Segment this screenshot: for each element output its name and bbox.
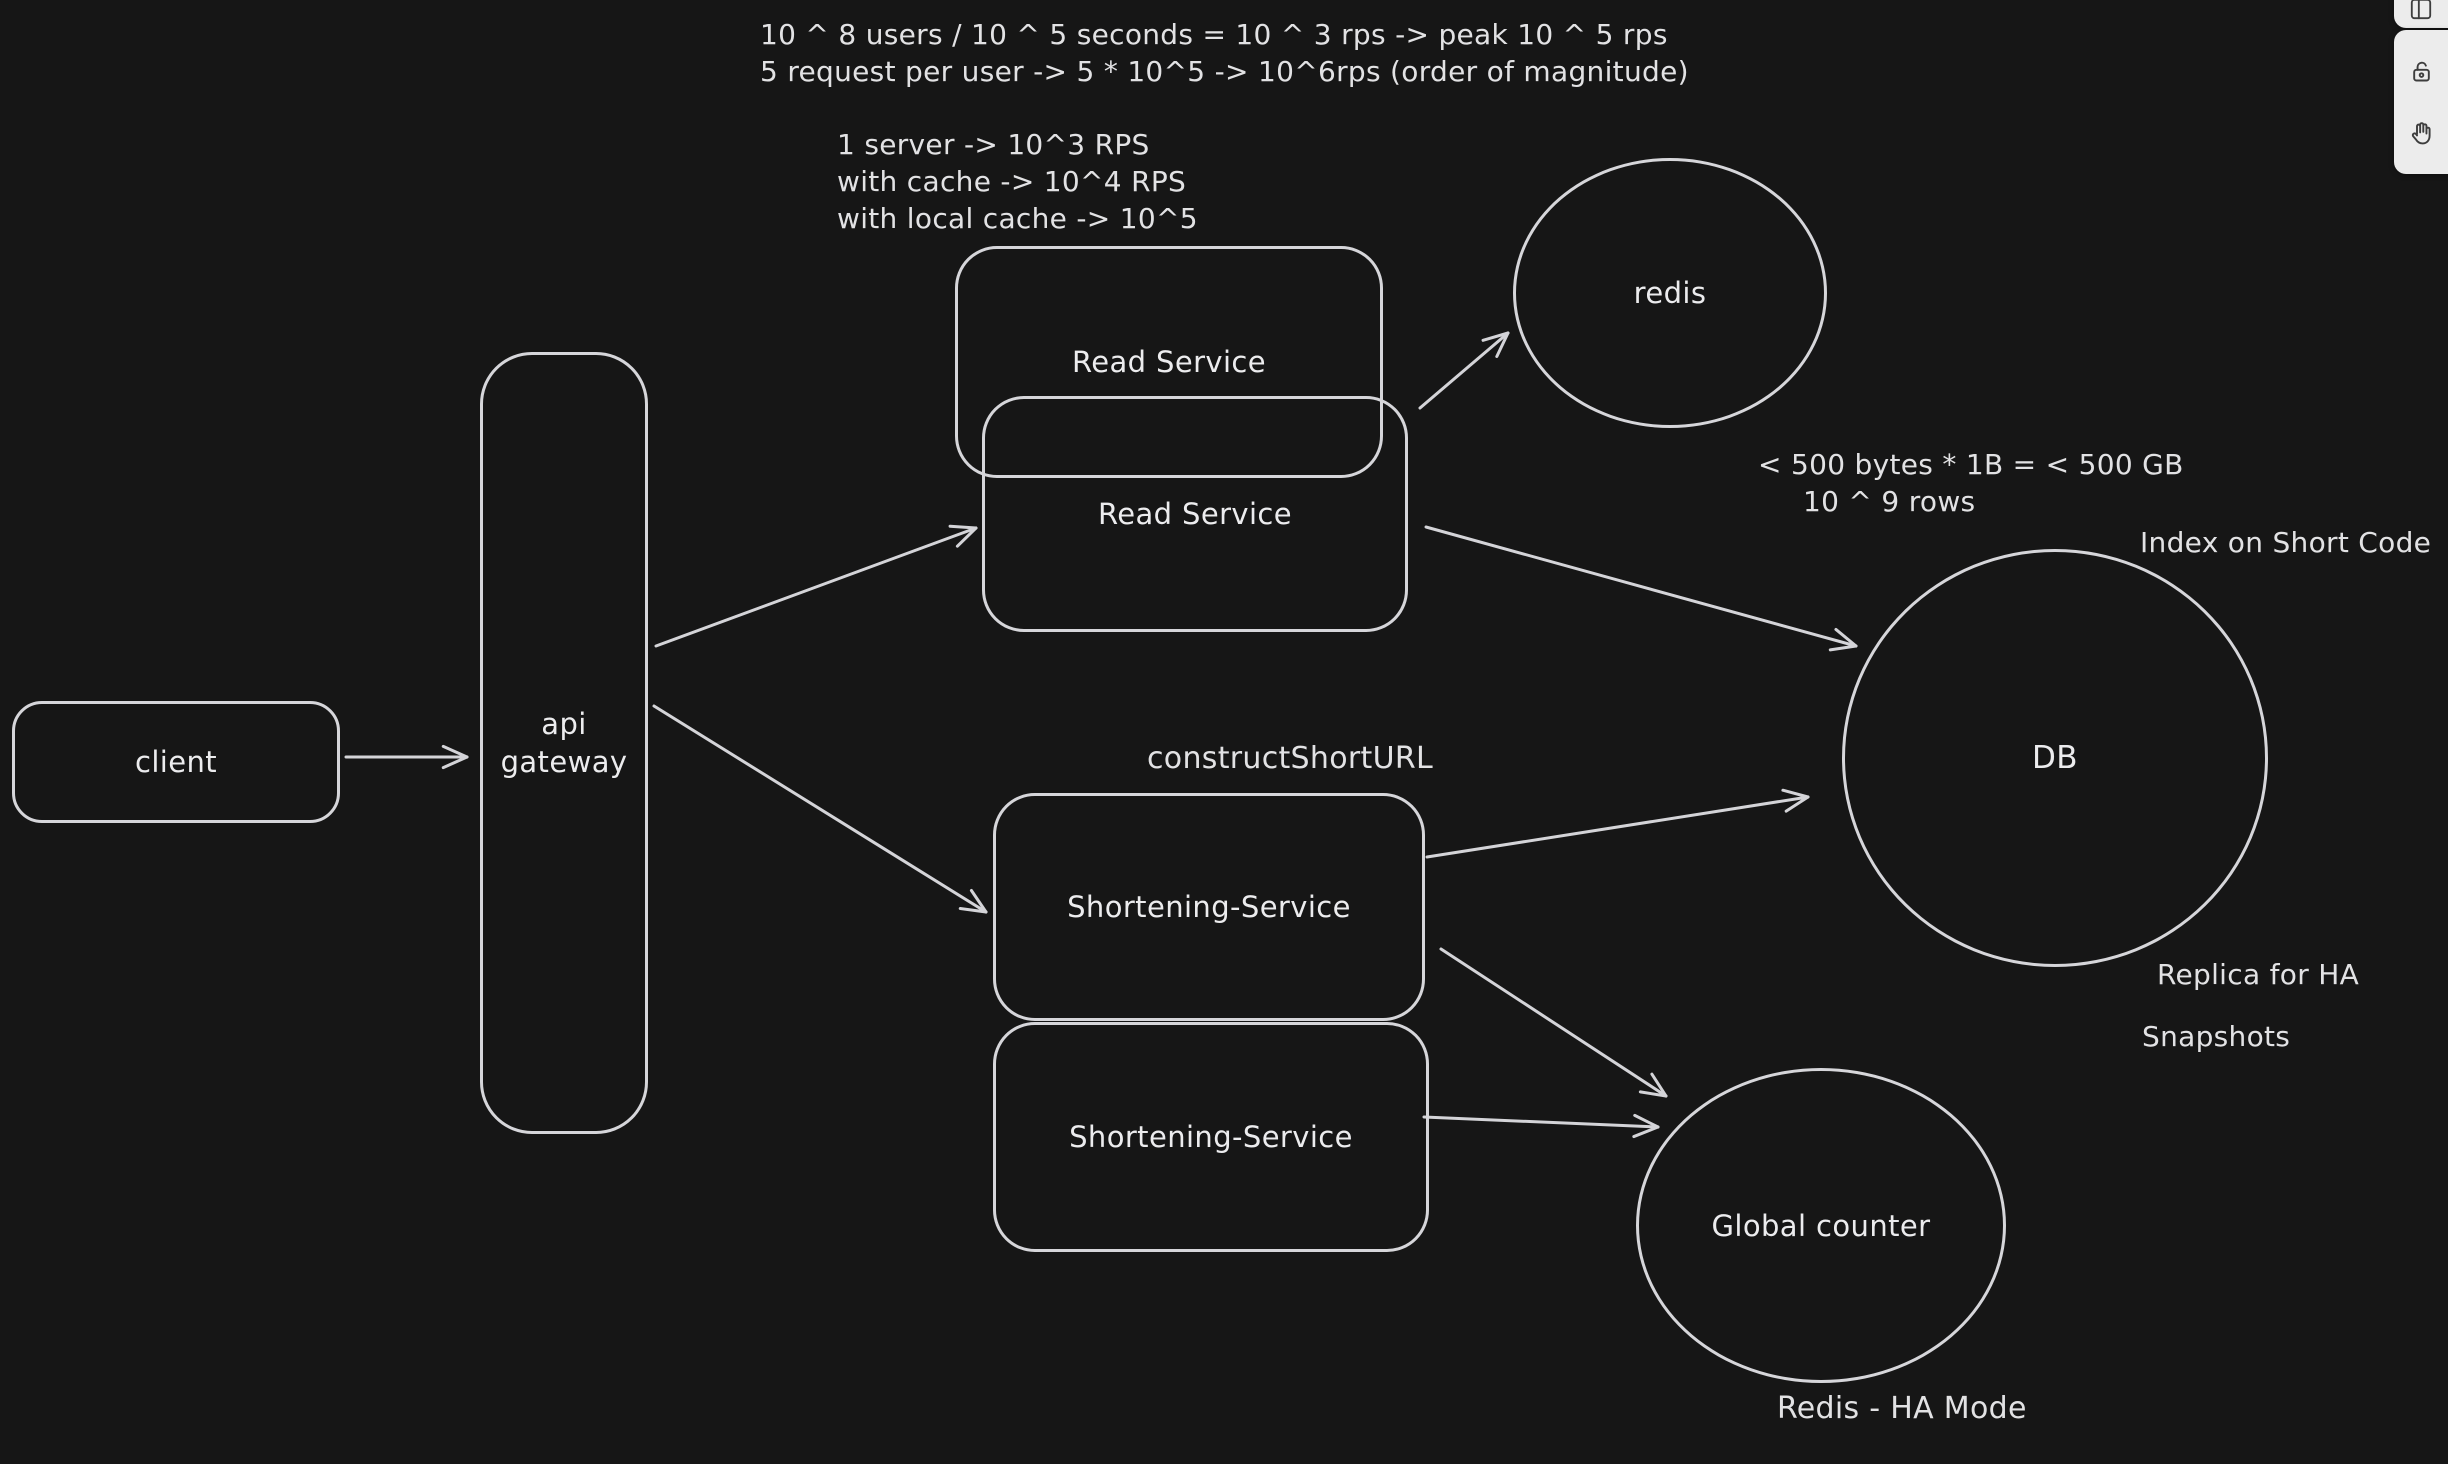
arrow-client-to-gateway[interactable]: [344, 744, 469, 770]
db-node[interactable]: DB: [1842, 549, 2268, 967]
shortening-service-node-1[interactable]: Shortening-Service: [993, 793, 1425, 1021]
replica-text-1: Replica for HA: [2157, 958, 2360, 991]
api-gateway-label: api gateway: [501, 705, 628, 781]
index-note[interactable]: Index on Short Code: [2140, 524, 2431, 561]
storage-line1: < 500 bytes * 1B = < 500 GB: [1758, 448, 2184, 481]
capacity-line1: 10 ^ 8 users / 10 ^ 5 seconds = 10 ^ 3 r…: [760, 18, 1668, 51]
construct-shorturl-label[interactable]: constructShortURL: [1147, 740, 1433, 777]
global-counter-node[interactable]: Global counter: [1636, 1068, 2006, 1383]
storage-line2: 10 ^ 9 rows: [1803, 485, 1976, 518]
arrow-shortening-to-db[interactable]: [1425, 788, 1810, 859]
read-service-node-2[interactable]: Read Service: [982, 396, 1408, 632]
throughput-line1: 1 server -> 10^3 RPS: [837, 128, 1150, 161]
shortening-service-label-1: Shortening-Service: [1067, 890, 1351, 924]
redis-ha-note[interactable]: Redis - HA Mode: [1777, 1390, 2027, 1427]
storage-estimate-note[interactable]: < 500 bytes * 1B = < 500 GB 10 ^ 9 rows: [1758, 446, 2184, 520]
shortening-service-node-2[interactable]: Shortening-Service: [993, 1022, 1429, 1252]
library-panel-card: [2394, 0, 2448, 28]
api-gateway-label-line2: gateway: [500, 745, 628, 779]
hand-icon[interactable]: [2406, 118, 2436, 148]
redis-ha-text: Redis - HA Mode: [1777, 1391, 2027, 1426]
arrow-shortening2-to-counter[interactable]: [1422, 1113, 1660, 1139]
capacity-line2: 5 request per user -> 5 * 10^5 -> 10^6rp…: [760, 55, 1689, 88]
arrow-gateway-to-read-service[interactable]: [654, 524, 978, 648]
replica-note-line2[interactable]: Snapshots: [2142, 1018, 2290, 1055]
arrow-gateway-to-shortening[interactable]: [652, 704, 988, 914]
construct-shorturl-text: constructShortURL: [1147, 741, 1433, 776]
library-icon[interactable]: [2406, 0, 2436, 24]
redis-node[interactable]: redis: [1513, 158, 1827, 428]
redis-label: redis: [1633, 276, 1707, 310]
throughput-line3: with local cache -> 10^5: [837, 202, 1198, 235]
read-service-node-1[interactable]: Read Service: [955, 246, 1383, 478]
read-service-label-2: Read Service: [1097, 497, 1293, 531]
client-label: client: [134, 745, 218, 779]
read-service-label-1: Read Service: [1071, 345, 1267, 379]
canvas-tools-card: [2394, 30, 2448, 174]
replica-text-2: Snapshots: [2142, 1020, 2291, 1053]
lock-open-icon[interactable]: [2406, 56, 2436, 86]
api-gateway-node[interactable]: api gateway: [480, 352, 648, 1134]
arrow-shortening1-to-counter[interactable]: [1439, 947, 1668, 1098]
arrow-read-service-to-db[interactable]: [1424, 525, 1858, 652]
capacity-estimate-note[interactable]: 10 ^ 8 users / 10 ^ 5 seconds = 10 ^ 3 r…: [760, 16, 1689, 90]
client-node[interactable]: client: [12, 701, 340, 823]
throughput-line2: with cache -> 10^4 RPS: [837, 165, 1187, 198]
api-gateway-label-line1: api: [541, 707, 587, 741]
replica-note-line1[interactable]: Replica for HA: [2157, 956, 2359, 993]
db-label: DB: [2032, 740, 2078, 776]
index-note-text: Index on Short Code: [2140, 526, 2432, 559]
arrow-read-service-to-redis[interactable]: [1418, 331, 1510, 410]
global-counter-label: Global counter: [1711, 1208, 1931, 1243]
throughput-note[interactable]: 1 server -> 10^3 RPS with cache -> 10^4 R…: [837, 126, 1198, 237]
shortening-service-label-2: Shortening-Service: [1069, 1120, 1353, 1154]
